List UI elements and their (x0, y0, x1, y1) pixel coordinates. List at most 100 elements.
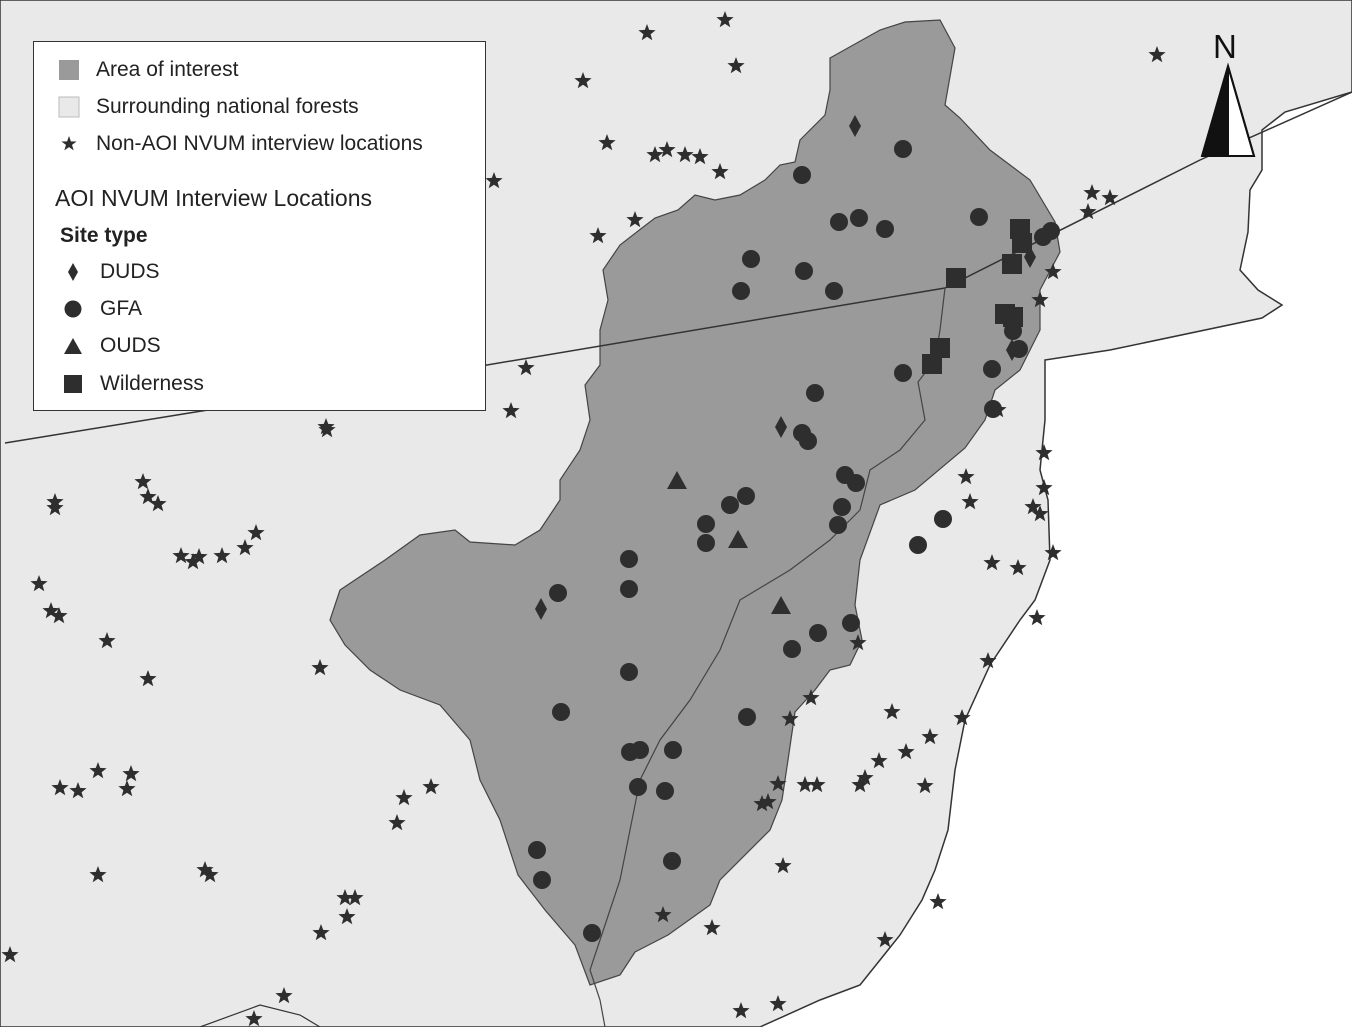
forest-swatch-icon (58, 96, 80, 118)
ouds-site-triangle-icon (667, 471, 687, 489)
non-aoi-location-star-icon (139, 488, 157, 505)
non-aoi-location-star-icon (149, 495, 167, 512)
non-aoi-location-star-icon (716, 11, 734, 28)
gfa-site-circle-icon (970, 208, 988, 226)
gfa-site-circle-icon (738, 708, 756, 726)
legend-label: Non-AOI NVUM interview locations (96, 132, 423, 155)
gfa-site-circle-icon (894, 140, 912, 158)
legend-item-non-aoi-locations: Non-AOI NVUM interview locations (58, 132, 423, 156)
legend-label: Area of interest (96, 58, 239, 81)
non-aoi-location-star-icon (395, 789, 413, 806)
non-aoi-location-star-icon (953, 709, 971, 726)
non-aoi-location-star-icon (727, 57, 745, 74)
non-aoi-location-star-icon (1031, 291, 1049, 308)
wilderness-site-square-icon (946, 268, 966, 288)
gfa-site-circle-icon (876, 220, 894, 238)
gfa-site-circle-icon (934, 510, 952, 528)
north-label: N (1213, 28, 1237, 65)
gfa-site-circle-icon (552, 703, 570, 721)
non-aoi-location-star-icon (769, 775, 787, 792)
legend-label: DUDS (100, 260, 160, 283)
non-aoi-location-star-icon (929, 893, 947, 910)
map-legend: Area of interest Surrounding national fo… (33, 41, 486, 411)
non-aoi-location-star-icon (69, 782, 87, 799)
non-aoi-location-star-icon (753, 795, 771, 812)
gfa-site-circle-icon (984, 400, 1002, 418)
gfa-site-circle-icon (737, 487, 755, 505)
wilderness-site-square-icon (1002, 254, 1022, 274)
non-aoi-location-star-icon (46, 499, 64, 516)
legend-label: OUDS (100, 334, 161, 357)
non-aoi-location-star-icon (245, 1010, 263, 1027)
non-aoi-location-star-icon (851, 776, 869, 793)
gfa-site-circle-icon (833, 498, 851, 516)
non-aoi-location-star-icon (691, 148, 709, 165)
gfa-site-circle-icon (799, 432, 817, 450)
non-aoi-location-star-icon (172, 547, 190, 564)
non-aoi-location-star-icon (870, 752, 888, 769)
non-aoi-location-star-icon (589, 227, 607, 244)
gfa-site-circle-icon (809, 624, 827, 642)
gfa-site-circle-icon (909, 536, 927, 554)
gfa-site-circle-icon (656, 782, 674, 800)
legend-item-duds: DUDS (62, 260, 160, 284)
non-aoi-location-star-icon (485, 172, 503, 189)
duds-site-diamond-icon (849, 115, 861, 137)
gfa-site-circle-icon (663, 852, 681, 870)
non-aoi-location-star-icon (89, 762, 107, 779)
non-aoi-location-star-icon (1083, 184, 1101, 201)
legend-item-ouds: OUDS (62, 334, 161, 358)
non-aoi-location-star-icon (598, 134, 616, 151)
gfa-site-circle-icon (1042, 222, 1060, 240)
gfa-site-circle-icon (894, 364, 912, 382)
legend-item-wilderness: Wilderness (62, 372, 204, 396)
gfa-site-circle-icon (697, 534, 715, 552)
non-aoi-location-star-icon (732, 1002, 750, 1019)
non-aoi-location-star-icon (808, 776, 826, 793)
non-aoi-location-star-icon (676, 146, 694, 163)
non-aoi-location-star-icon (1035, 444, 1053, 461)
non-aoi-location-star-icon (196, 861, 214, 878)
non-aoi-location-star-icon (317, 418, 335, 435)
legend-site-type-heading: Site type (60, 224, 148, 247)
non-aoi-location-star-icon (336, 889, 354, 906)
non-aoi-location-star-icon (236, 539, 254, 556)
gfa-site-circle-icon (533, 871, 551, 889)
non-aoi-location-star-icon (849, 634, 867, 651)
non-aoi-location-star-icon (42, 602, 60, 619)
gfa-site-circle-icon (697, 515, 715, 533)
gfa-site-circle-icon (631, 741, 649, 759)
non-aoi-location-star-icon (646, 146, 664, 163)
non-aoi-location-star-icon (517, 359, 535, 376)
non-aoi-location-star-icon (1035, 479, 1053, 496)
star-icon (58, 133, 80, 155)
non-aoi-location-star-icon (856, 769, 874, 786)
non-aoi-location-star-icon (802, 689, 820, 706)
lower-border-line (199, 1004, 321, 1027)
gfa-site-circle-icon (829, 516, 847, 534)
legend-label: Surrounding national forests (96, 95, 359, 118)
legend-label: GFA (100, 297, 143, 320)
non-aoi-location-star-icon (658, 141, 676, 158)
gfa-site-circle-icon (806, 384, 824, 402)
square-icon (62, 373, 84, 395)
non-aoi-location-star-icon (796, 776, 814, 793)
triangle-icon (62, 335, 84, 357)
non-aoi-location-star-icon (1044, 263, 1062, 280)
non-aoi-location-star-icon (139, 670, 157, 687)
aoi-swatch-icon (58, 59, 80, 81)
gfa-site-circle-icon (847, 474, 865, 492)
wilderness-site-square-icon (930, 338, 950, 358)
non-aoi-location-star-icon (774, 857, 792, 874)
gfa-site-circle-icon (983, 360, 1001, 378)
duds-site-diamond-icon (775, 416, 787, 438)
river-boundary-line (589, 287, 946, 1027)
non-aoi-location-star-icon (338, 908, 356, 925)
wilderness-site-square-icon (922, 354, 942, 374)
gfa-site-circle-icon (549, 584, 567, 602)
non-aoi-location-star-icon (275, 987, 293, 1004)
non-aoi-location-star-icon (502, 402, 520, 419)
non-aoi-location-star-icon (50, 607, 68, 624)
non-aoi-location-star-icon (89, 866, 107, 883)
gfa-site-circle-icon (664, 741, 682, 759)
